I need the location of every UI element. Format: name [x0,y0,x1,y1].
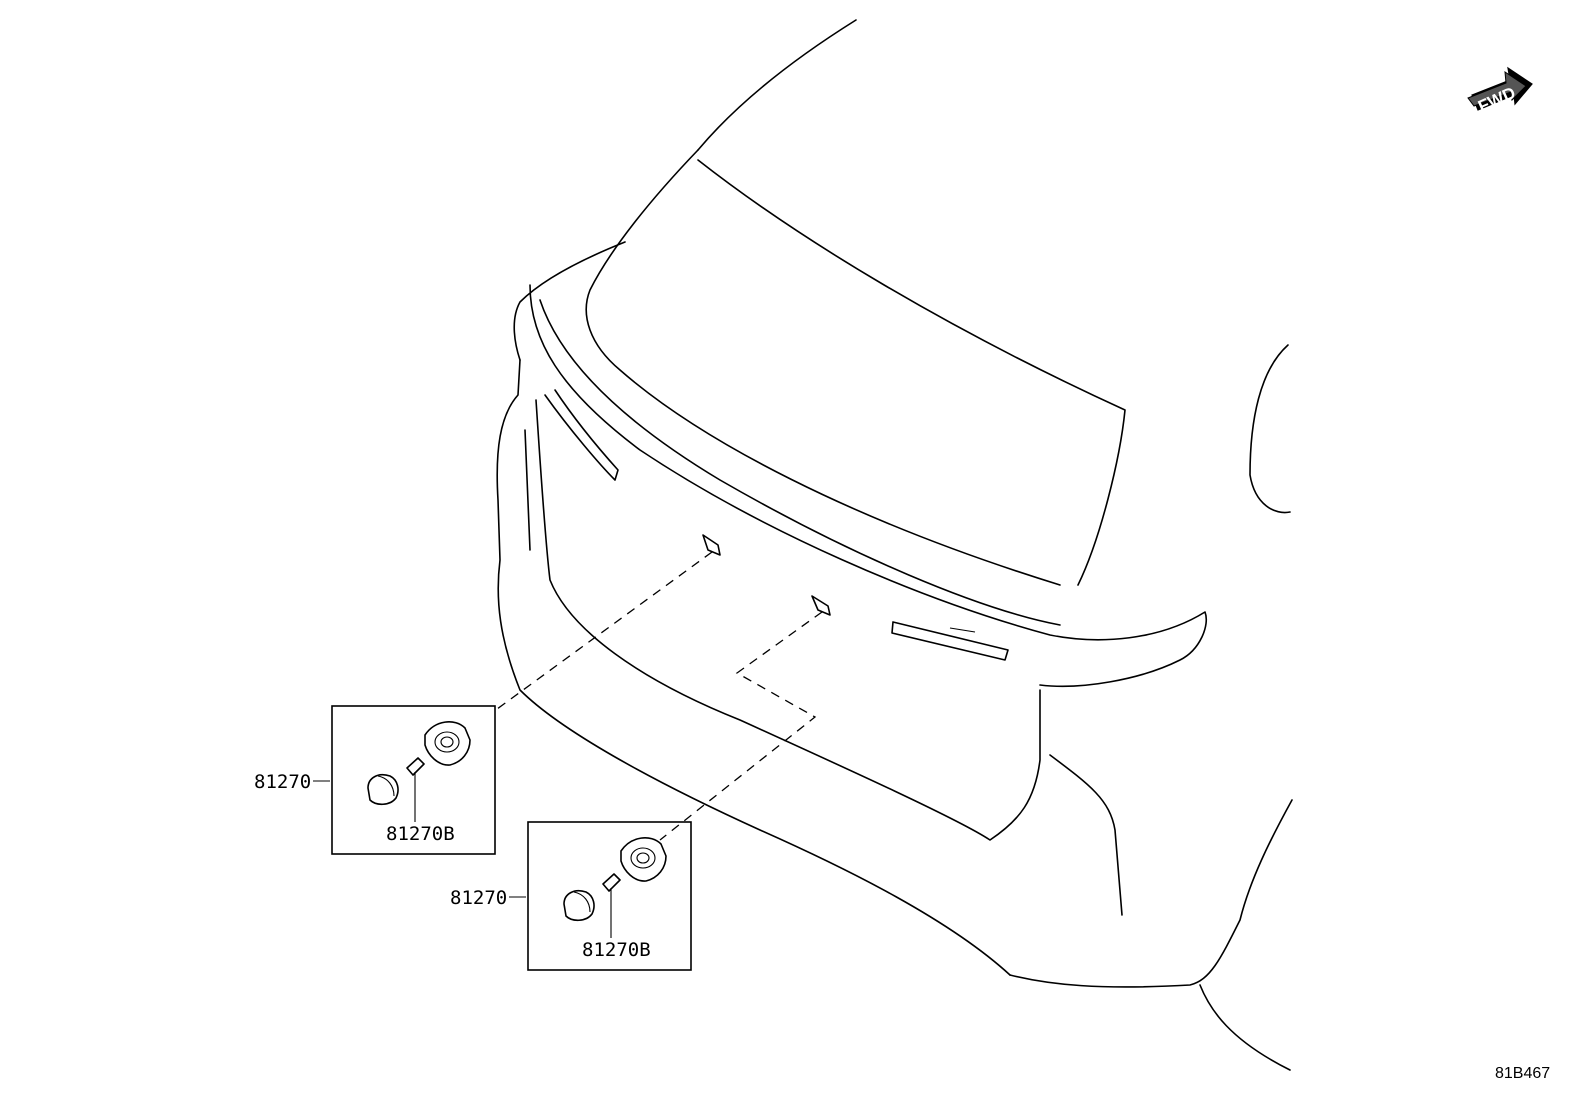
part-number-81270: 81270 [450,887,507,909]
bulb-icon [602,873,621,892]
lamp-housing-icon [424,721,471,766]
drawing-number: 81B467 [1495,1065,1550,1082]
lens-icon [367,773,399,806]
sub-part-number-81270B: 81270B [582,939,651,961]
fwd-arrow-icon: FWD [1467,66,1533,116]
bulb-icon [406,757,425,776]
callout-box-2: 81270 81270B [450,821,692,971]
leader-lines [492,551,823,841]
lamp-housing-icon [620,837,667,882]
vehicle-outline [496,19,1293,1071]
part-number-81270: 81270 [254,771,311,793]
callout-box-1: 81270 81270B [254,705,496,855]
sub-part-number-81270B: 81270B [386,823,455,845]
lens-icon [563,889,595,922]
